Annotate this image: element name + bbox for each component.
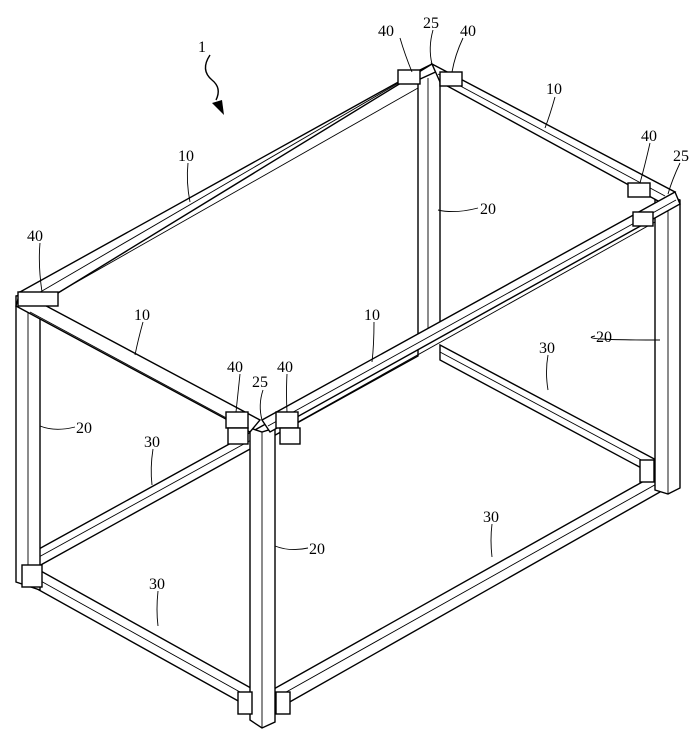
label-top-beam: 10	[134, 307, 150, 324]
label-corner-cap: 25	[673, 148, 689, 165]
assembly-ref: 1	[198, 39, 206, 56]
label-connector: 40	[641, 128, 657, 145]
label-connector: 40	[227, 359, 243, 376]
posts	[15, 195, 681, 729]
label-connector: 40	[277, 359, 293, 376]
label-top-beam: 10	[546, 81, 562, 98]
top-beams	[15, 62, 681, 433]
label-post: 20	[480, 201, 496, 218]
label-connector: 40	[27, 228, 43, 245]
connectors	[17, 69, 655, 715]
label-bottom-beam: 30	[539, 340, 555, 357]
leader-lines	[38, 29, 681, 627]
label-post: 20	[76, 420, 92, 437]
label-post: 20	[309, 541, 325, 558]
label-bottom-beam: 30	[483, 509, 499, 526]
label-connector: 40	[378, 23, 394, 40]
post-back	[417, 68, 441, 342]
label-post: 20	[596, 329, 612, 346]
label-corner-cap: 25	[423, 15, 439, 32]
label-top-beam: 10	[364, 307, 380, 324]
label-top-beam: 10	[178, 148, 194, 165]
label-connector: 40	[460, 23, 476, 40]
label-bottom-beam: 30	[144, 434, 160, 451]
label-bottom-beam: 30	[149, 576, 165, 593]
label-corner-cap: 25	[252, 374, 268, 391]
